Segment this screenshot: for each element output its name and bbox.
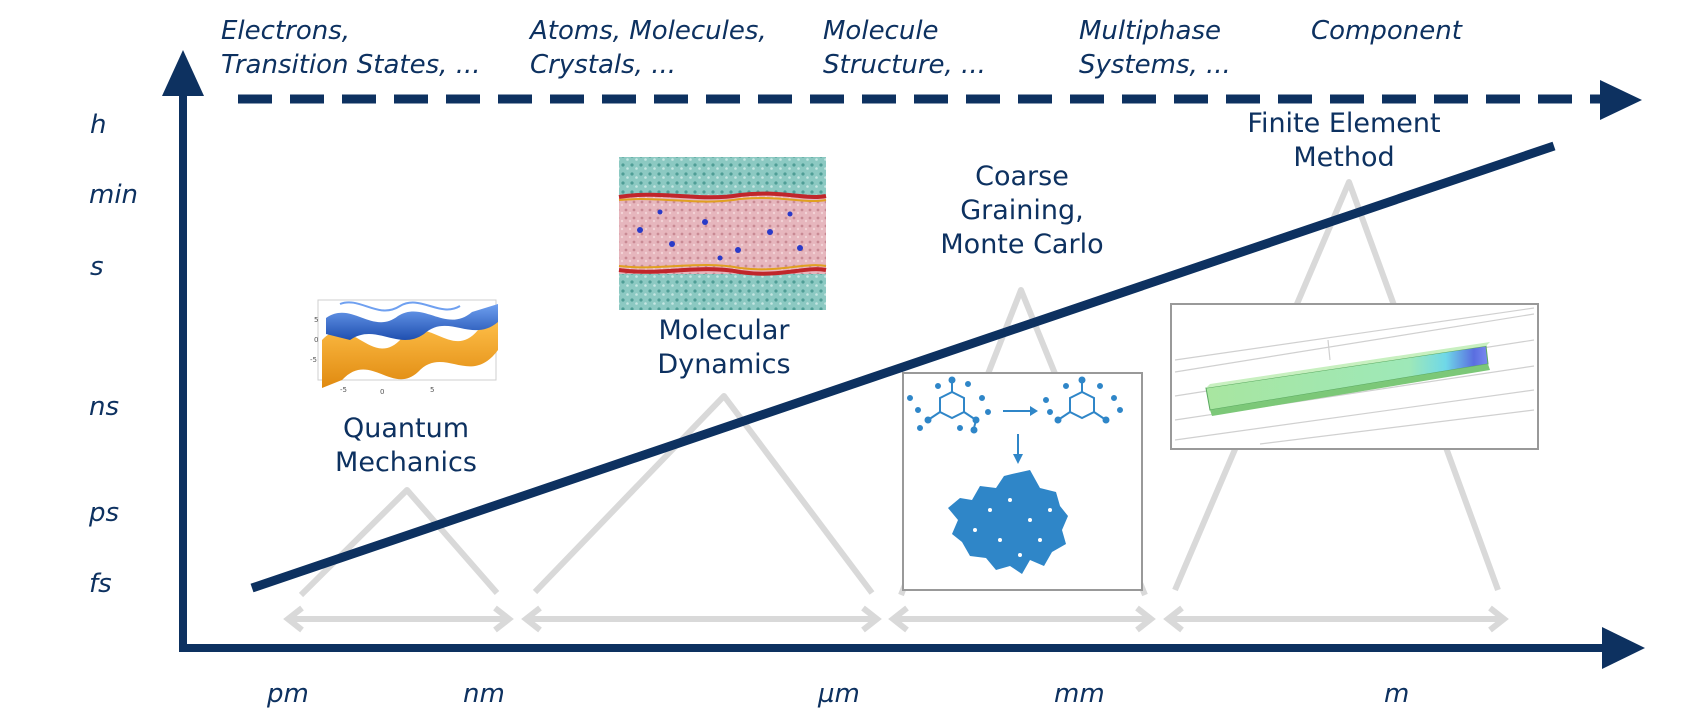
method-coarse-graining-monte-carlo: Coarse Graining, Monte Carlo (940, 161, 1104, 260)
time-label-ps: ps (89, 498, 120, 528)
length-axis-arrowhead (1602, 627, 1645, 669)
time-label-s: s (90, 252, 104, 282)
length-label-nm: nm (463, 679, 505, 709)
svg-text:0: 0 (380, 388, 384, 396)
length-label-m: m (1384, 679, 1410, 709)
coarse-graining-molecule-icon (902, 372, 1143, 591)
svg-text:-5: -5 (310, 356, 317, 364)
category-component: Component (1311, 16, 1462, 46)
svg-text:0: 0 (314, 336, 318, 344)
axes (162, 50, 1645, 669)
length-label-mm: mm (1054, 679, 1105, 709)
category-atoms-molecules: Atoms, Molecules, Crystals, ... (530, 16, 767, 80)
category-molecule-structure: Molecule Structure, ... (823, 16, 986, 80)
svg-text:5: 5 (314, 316, 318, 324)
method-quantum-mechanics: Quantum Mechanics (335, 413, 477, 478)
category-electrons: Electrons, Transition States, ... (221, 16, 481, 80)
band-structure-surface-icon: 5 0 -5 -5 0 5 (310, 299, 498, 396)
svg-text:5: 5 (430, 386, 434, 394)
method-finite-element: Finite Element Method (1247, 108, 1441, 173)
time-label-fs: fs (89, 569, 112, 599)
time-label-min: min (89, 180, 139, 210)
scale-diagonal-line (250, 141, 1556, 593)
time-label-ns: ns (89, 392, 120, 422)
length-range-arrows (283, 605, 1509, 633)
category-multiphase-systems: Multiphase Systems, ... (1079, 16, 1231, 80)
lipid-bilayer-simulation-icon (618, 157, 827, 310)
fem-beam-mesh-icon (1170, 303, 1539, 450)
triangle-fem (1172, 179, 1501, 592)
length-label-um: µm (818, 679, 860, 709)
triangle-md (532, 393, 875, 595)
method-molecular-dynamics: Molecular Dynamics (657, 315, 791, 380)
svg-text:-5: -5 (340, 386, 347, 394)
length-label-pm: pm (267, 679, 309, 709)
time-axis-arrowhead (162, 50, 204, 96)
time-label-h: h (90, 110, 107, 140)
dashed-axis-arrowhead (1600, 80, 1642, 120)
